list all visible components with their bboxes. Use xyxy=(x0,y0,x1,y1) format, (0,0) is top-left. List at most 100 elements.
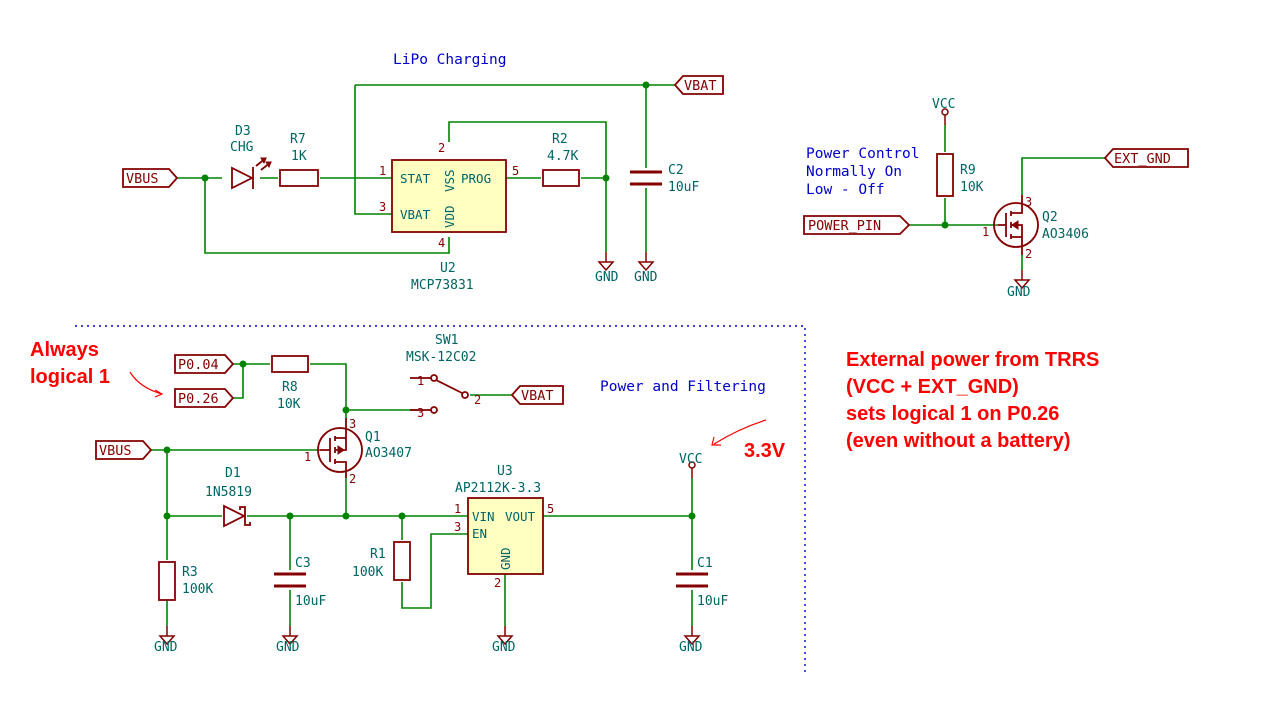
resistor-r3: R3 100K xyxy=(158,561,213,601)
svg-text:(VCC + EXT_GND): (VCC + EXT_GND) xyxy=(846,376,1019,398)
svg-text:1: 1 xyxy=(379,164,386,178)
diode-d1: D1 1N5819 xyxy=(205,466,252,528)
svg-text:GND: GND xyxy=(276,640,300,655)
net-label-vbus-bottom: VBUS xyxy=(95,440,153,460)
svg-text:VBUS: VBUS xyxy=(126,171,159,187)
annotation-always-logical-1: Always xyxy=(30,339,99,361)
annotations: Always logical 1 3.3V External power fro… xyxy=(30,339,1099,462)
svg-text:R3: R3 xyxy=(182,565,198,580)
annotation-3v3: 3.3V xyxy=(744,440,786,462)
power-filtering-title: Power and Filtering xyxy=(600,379,766,395)
net-label-ext-gnd: EXT_GND xyxy=(1103,148,1189,168)
resistor-r7: R7 1K xyxy=(279,132,319,187)
svg-text:AP2112K-3.3: AP2112K-3.3 xyxy=(455,481,541,496)
led-d3: D3 CHG xyxy=(230,124,272,190)
switch-sw1: SW1 MSK-12C02 1 3 2 xyxy=(406,333,481,420)
net-label-p026: P0.26 xyxy=(174,388,235,408)
svg-text:5: 5 xyxy=(512,164,519,178)
svg-text:Q2: Q2 xyxy=(1042,210,1058,225)
svg-text:D1: D1 xyxy=(225,466,241,481)
svg-text:U2: U2 xyxy=(440,261,456,276)
svg-text:VBAT: VBAT xyxy=(400,207,431,222)
power-control-note: Power Control xyxy=(806,146,920,162)
svg-text:VBUS: VBUS xyxy=(99,443,132,459)
svg-text:C1: C1 xyxy=(697,556,713,571)
svg-text:10K: 10K xyxy=(960,180,984,195)
svg-text:3: 3 xyxy=(454,520,461,534)
svg-text:Q1: Q1 xyxy=(365,430,381,445)
resistor-r1: R1 100K xyxy=(352,541,411,581)
svg-text:2: 2 xyxy=(494,576,501,590)
svg-text:VSS: VSS xyxy=(442,169,457,192)
gnd-label: GND xyxy=(634,270,658,285)
power-control-section: Power Control Normally On Low - Off VCC … xyxy=(803,97,1189,300)
svg-text:R2: R2 xyxy=(552,132,568,147)
net-label-vbat-top: VBAT xyxy=(673,75,724,95)
svg-text:C2: C2 xyxy=(668,163,684,178)
svg-text:R7: R7 xyxy=(290,132,306,147)
svg-text:C3: C3 xyxy=(295,556,311,571)
lipo-charging-section: LiPo Charging VBUS D3 CHG xyxy=(122,52,724,293)
svg-text:1: 1 xyxy=(454,502,461,516)
svg-text:4: 4 xyxy=(438,236,445,250)
svg-text:VBAT: VBAT xyxy=(684,78,717,94)
svg-text:2: 2 xyxy=(474,393,481,407)
svg-text:10uF: 10uF xyxy=(668,180,699,195)
svg-text:VDD: VDD xyxy=(442,205,457,228)
svg-text:EN: EN xyxy=(472,526,487,541)
svg-text:PROG: PROG xyxy=(461,171,491,186)
ic-u2-mcp73831: STAT VBAT PROG VDD VSS 1 3 5 2 4 U2 MCP7… xyxy=(379,141,519,293)
svg-text:AO3406: AO3406 xyxy=(1042,227,1089,242)
mosfet-q2: Q2 AO3406 1 3 2 xyxy=(982,195,1089,261)
svg-text:sets logical 1 on P0.26: sets logical 1 on P0.26 xyxy=(846,403,1059,425)
svg-text:VIN: VIN xyxy=(472,509,495,524)
d3-ref: D3 xyxy=(235,124,251,139)
svg-text:10uF: 10uF xyxy=(295,594,326,609)
resistor-r2: R2 4.7K xyxy=(542,132,580,187)
svg-text:1: 1 xyxy=(304,450,311,464)
svg-text:GND: GND xyxy=(1007,285,1031,300)
svg-text:4.7K: 4.7K xyxy=(547,149,578,164)
svg-text:3: 3 xyxy=(379,200,386,214)
svg-text:2: 2 xyxy=(349,472,356,486)
svg-text:Normally On: Normally On xyxy=(806,164,902,180)
net-label-p004: P0.04 xyxy=(174,354,235,374)
svg-text:MSK-12C02: MSK-12C02 xyxy=(406,350,476,365)
annotation-external-power: External power from TRRS xyxy=(846,349,1099,371)
net-label-vbat-switch: VBAT xyxy=(510,385,564,405)
svg-text:10uF: 10uF xyxy=(697,594,728,609)
svg-text:MCP73831: MCP73831 xyxy=(411,278,474,293)
svg-text:10K: 10K xyxy=(277,397,301,412)
svg-text:(even without a battery): (even without a battery) xyxy=(846,430,1070,452)
svg-text:VCC: VCC xyxy=(932,97,955,112)
resistor-r9: R9 10K xyxy=(936,153,984,197)
resistor-r8: R8 10K xyxy=(271,355,309,412)
svg-text:U3: U3 xyxy=(497,464,513,479)
svg-text:VCC: VCC xyxy=(679,452,702,467)
svg-text:GND: GND xyxy=(498,547,513,570)
svg-text:SW1: SW1 xyxy=(435,333,458,348)
svg-text:1: 1 xyxy=(417,374,424,388)
svg-text:STAT: STAT xyxy=(400,171,431,186)
mosfet-q1: Q1 AO3407 1 3 2 xyxy=(304,417,412,486)
svg-text:R8: R8 xyxy=(282,380,298,395)
capacitor-c3: C3 10uF xyxy=(274,556,326,609)
svg-text:3: 3 xyxy=(1025,195,1032,209)
svg-text:1N5819: 1N5819 xyxy=(205,485,252,500)
svg-text:100K: 100K xyxy=(352,565,383,580)
d3-value: CHG xyxy=(230,140,254,155)
capacitor-c2: C2 10uF xyxy=(630,163,699,195)
svg-text:POWER_PIN: POWER_PIN xyxy=(808,218,881,234)
svg-text:100K: 100K xyxy=(182,582,213,597)
svg-text:R1: R1 xyxy=(370,547,386,562)
lipo-charging-title: LiPo Charging xyxy=(393,52,507,68)
svg-text:2: 2 xyxy=(438,141,445,155)
svg-text:3: 3 xyxy=(417,406,424,420)
net-label-power-pin: POWER_PIN xyxy=(803,215,911,235)
power-filtering-section: Power and Filtering P0.04 xyxy=(75,325,806,675)
svg-text:Low - Off: Low - Off xyxy=(806,182,885,198)
svg-text:AO3407: AO3407 xyxy=(365,446,412,461)
svg-text:VBAT: VBAT xyxy=(521,388,554,404)
svg-text:EXT_GND: EXT_GND xyxy=(1114,151,1171,167)
